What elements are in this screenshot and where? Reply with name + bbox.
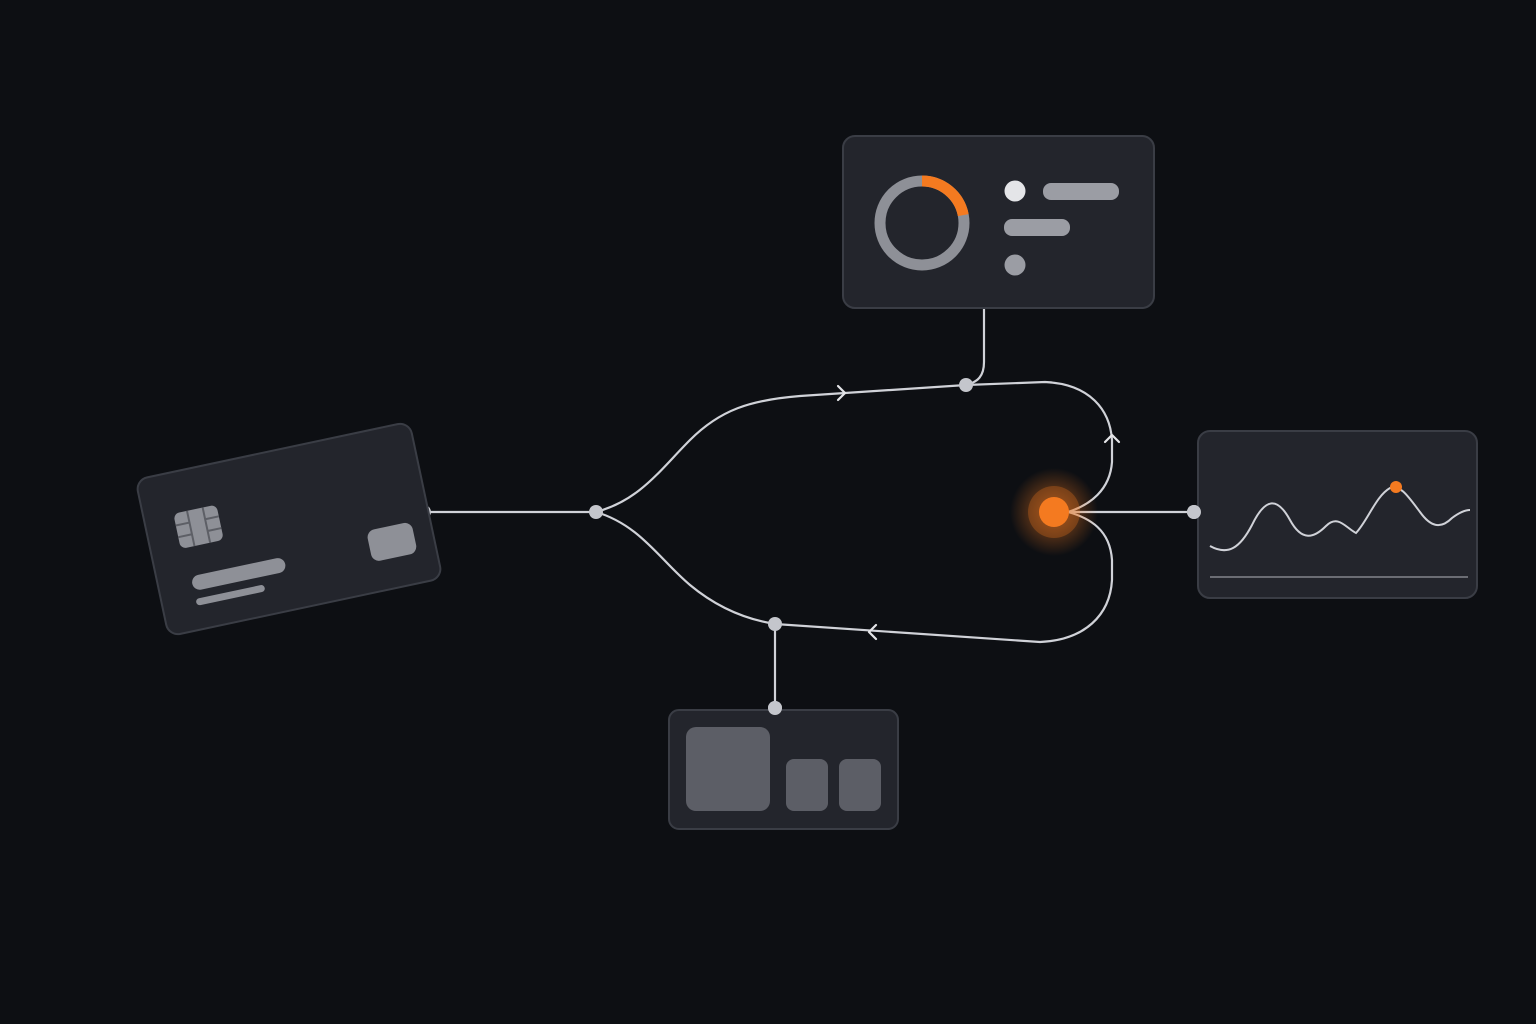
payment-card[interactable]	[135, 422, 442, 637]
direction-arrows	[836, 384, 1121, 641]
tile-small-2	[839, 759, 881, 811]
trend-port-top	[1187, 505, 1201, 519]
trend-card[interactable]	[1197, 430, 1478, 599]
node-upper-junction	[959, 378, 973, 392]
hub-dot-icon	[1039, 497, 1069, 527]
legend-bar-short	[1004, 219, 1070, 236]
card-logo-placeholder	[367, 522, 417, 561]
junction-nodes	[417, 378, 1201, 715]
legend-dot-light	[1004, 180, 1026, 202]
card-number-placeholder	[192, 558, 286, 590]
connector-upper-path	[594, 380, 1114, 514]
donut-chart-icon	[874, 175, 970, 271]
trend-peak-marker	[1390, 481, 1402, 493]
legend-bar-long	[1043, 183, 1119, 200]
chip-icon	[174, 505, 223, 548]
arrow-right-icon	[836, 384, 847, 402]
connector-analytics-drop	[964, 306, 986, 387]
hub[interactable]	[1010, 468, 1098, 556]
tile-large	[686, 727, 770, 811]
tiles-card[interactable]	[668, 709, 899, 830]
tiles-port-top	[768, 701, 782, 715]
node-branch	[589, 505, 603, 519]
arrow-left-icon	[867, 623, 878, 641]
arrow-up-icon	[1103, 433, 1121, 444]
legend-dot-gray	[1004, 254, 1026, 276]
node-lower-junction	[768, 617, 782, 631]
tile-small-1	[786, 759, 828, 811]
trend-line	[1209, 486, 1471, 552]
analytics-card[interactable]	[842, 135, 1155, 309]
card-name-placeholder	[196, 585, 265, 606]
